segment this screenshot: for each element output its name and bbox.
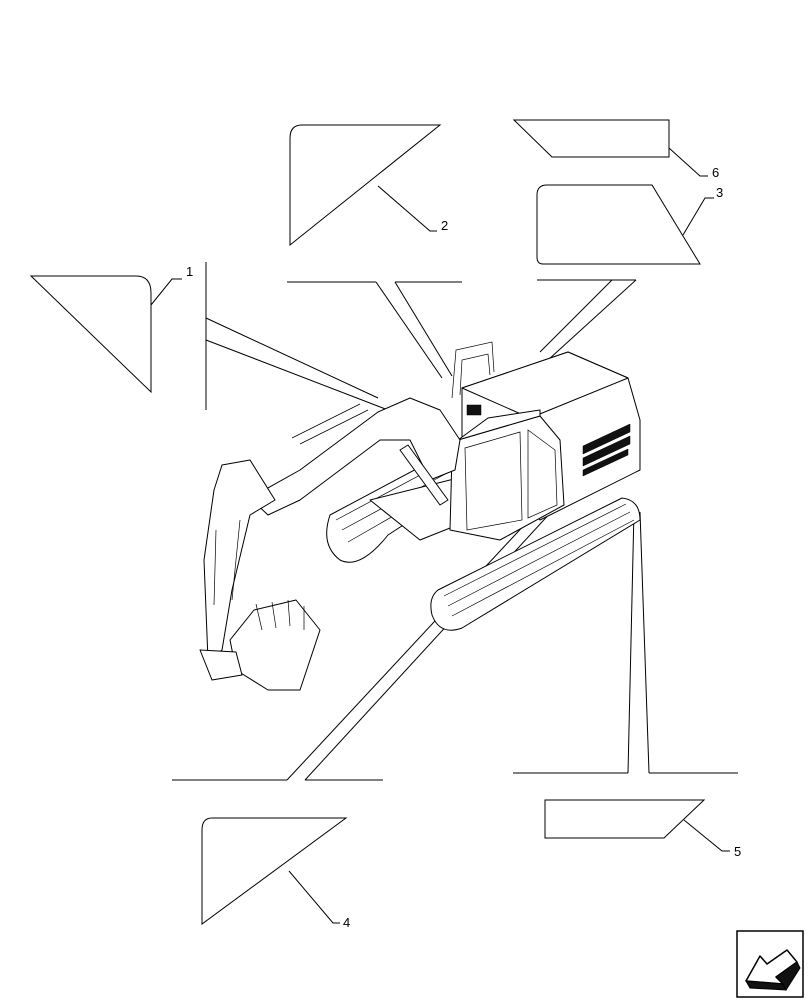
callout-1: 1 (186, 264, 193, 279)
callout-5: 5 (734, 844, 741, 859)
callout-6: 6 (712, 165, 719, 180)
callout-2: 2 (441, 218, 448, 233)
decal-5 (544, 799, 730, 852)
callout-4: 4 (343, 915, 350, 930)
excavator-illustration (199, 341, 641, 691)
decal-1 (29, 275, 182, 394)
arrow-icon[interactable] (736, 930, 804, 998)
decal-4 (201, 817, 348, 925)
callout-3: 3 (716, 185, 723, 200)
decal-3 (536, 184, 714, 265)
decal-6 (512, 119, 708, 177)
decal-2 (289, 124, 442, 247)
callout-numbers: 1 2 3 4 5 6 (186, 165, 741, 930)
